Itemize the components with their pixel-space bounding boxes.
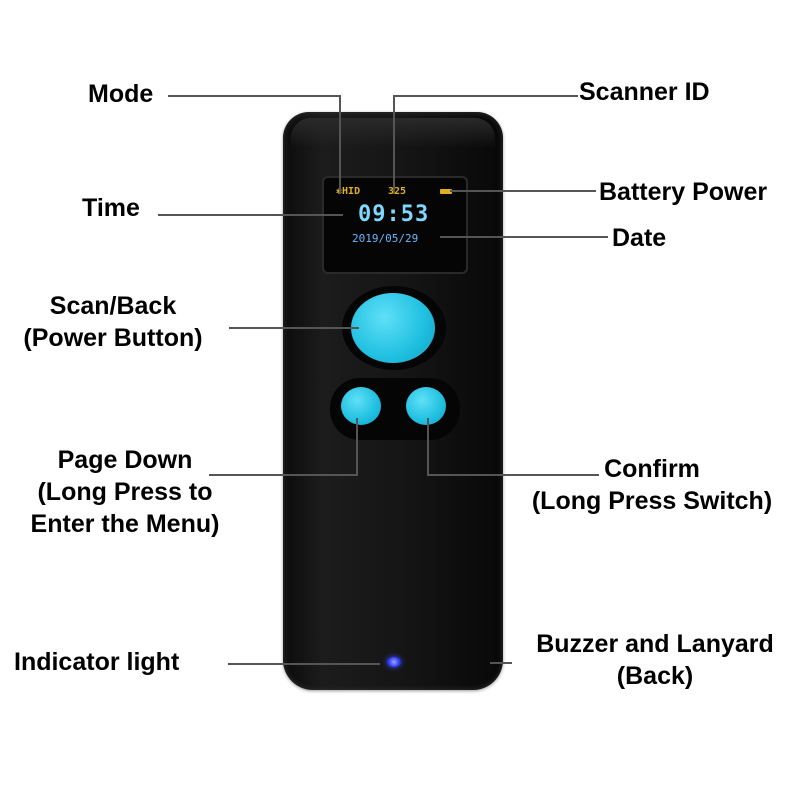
mode-leader-v xyxy=(339,95,341,194)
label-page-down: Page Down (Long Press to Enter the Menu) xyxy=(10,444,240,540)
label-page-down-line3: Enter the Menu) xyxy=(30,510,220,538)
scanner-id-leader-v xyxy=(393,95,395,194)
label-indicator-light: Indicator light xyxy=(14,648,180,676)
label-date: Date xyxy=(612,224,667,252)
scan-back-button[interactable] xyxy=(351,293,435,363)
confirm-leader-v xyxy=(427,418,429,476)
page-down-leader-v xyxy=(356,418,358,476)
date-readout: 2019/05/29 xyxy=(352,232,419,245)
buzzer-leader xyxy=(490,662,512,664)
label-buzzer-line1: Buzzer and Lanyard xyxy=(536,630,774,658)
label-confirm-line2: (Long Press Switch) xyxy=(531,487,773,515)
battery-icon xyxy=(440,189,452,194)
label-confirm-line1: Confirm xyxy=(604,455,700,483)
label-scanner-id: Scanner ID xyxy=(579,78,710,106)
date-leader xyxy=(440,236,608,238)
label-mode: Mode xyxy=(88,80,154,108)
label-battery-power: Battery Power xyxy=(599,178,768,206)
label-scan-back-line1: Scan/Back xyxy=(49,292,177,320)
label-buzzer-lanyard: Buzzer and Lanyard (Back) xyxy=(514,628,796,692)
mode-leader-h xyxy=(168,95,340,97)
label-scan-back-line2: (Power Button) xyxy=(23,324,203,352)
confirm-button[interactable] xyxy=(406,387,446,425)
scanner-id-readout: 325 xyxy=(388,186,407,197)
label-page-down-line2: (Long Press to xyxy=(37,478,213,506)
indicator-leader xyxy=(228,663,380,665)
scan-back-leader xyxy=(229,327,359,329)
label-page-down-line1: Page Down xyxy=(57,446,193,474)
label-buzzer-line2: (Back) xyxy=(616,662,694,690)
label-time: Time xyxy=(82,194,140,222)
scanner-id-leader-h xyxy=(393,95,578,97)
display-screen: ✱HID 325 09:53 2019/05/29 xyxy=(322,176,468,274)
label-scan-back: Scan/Back (Power Button) xyxy=(0,290,226,354)
page-down-button[interactable] xyxy=(341,387,381,425)
time-leader xyxy=(158,214,343,216)
confirm-leader-h xyxy=(427,474,599,476)
indicator-light xyxy=(387,657,401,667)
battery-leader xyxy=(450,190,596,192)
page-down-leader-h xyxy=(209,474,357,476)
label-confirm: Confirm (Long Press Switch) xyxy=(510,453,794,517)
time-readout: 09:53 xyxy=(358,202,430,227)
